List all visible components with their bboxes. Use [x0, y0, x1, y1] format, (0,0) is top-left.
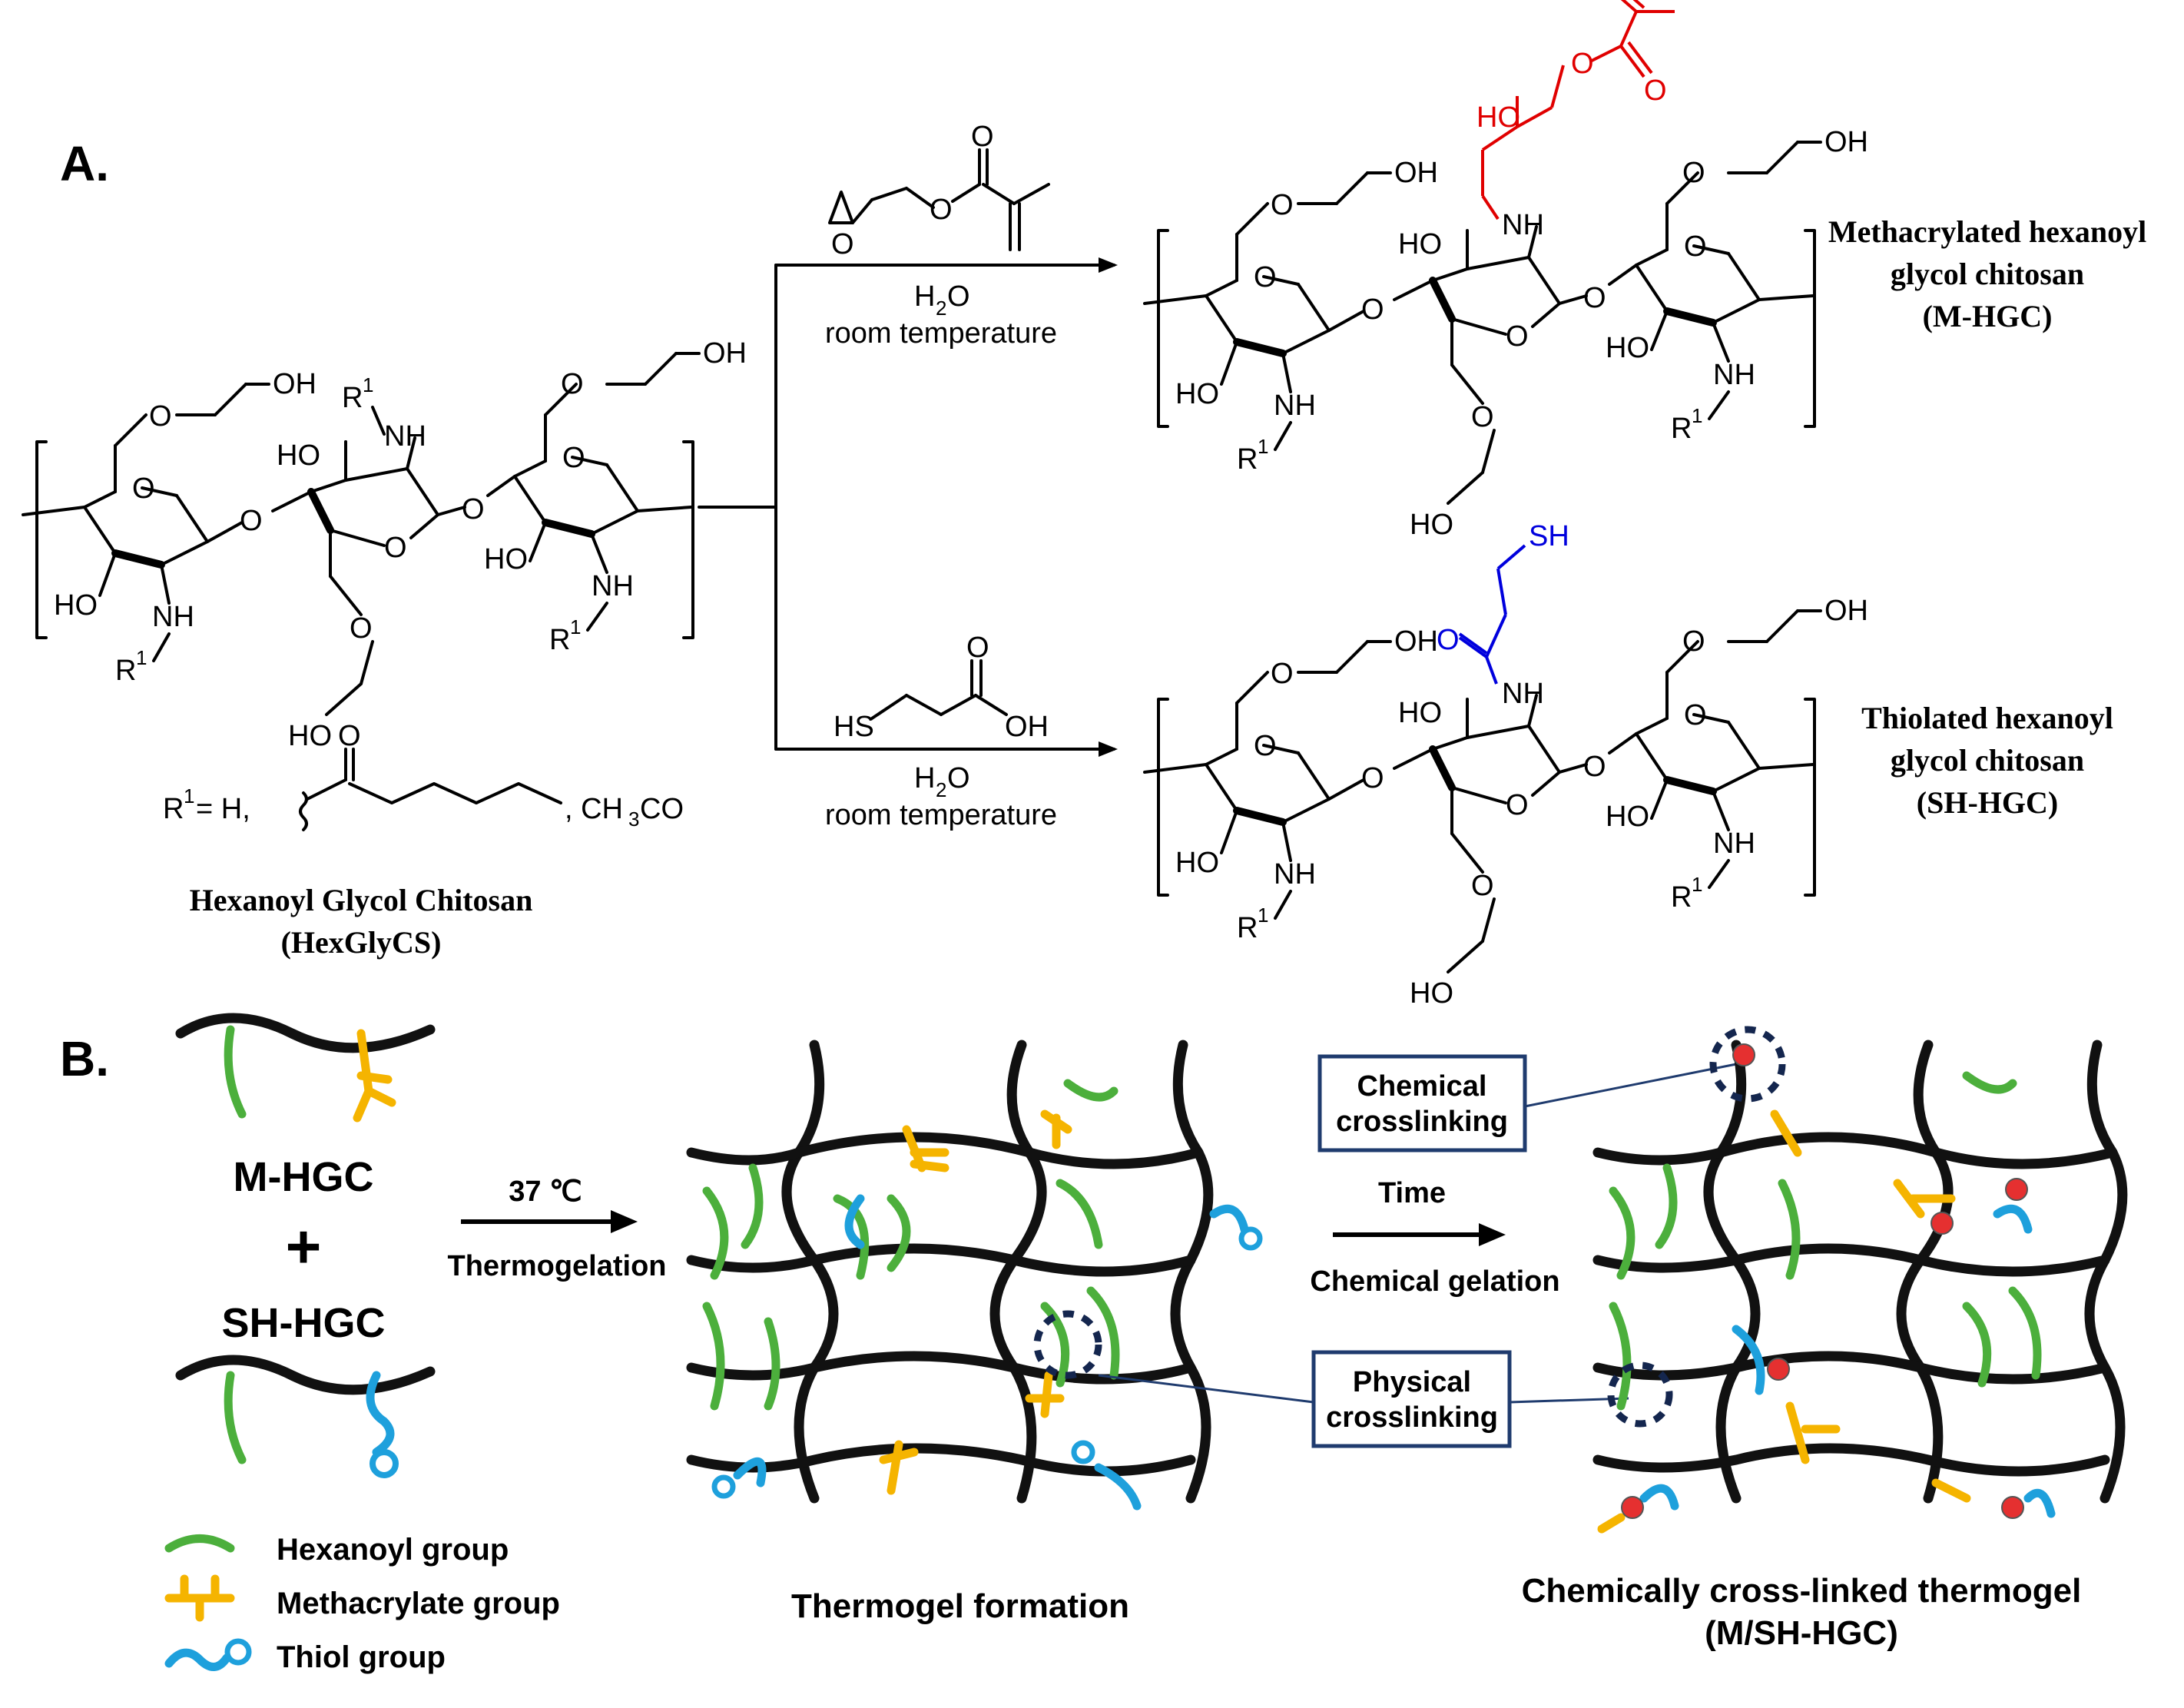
- svg-text:OH: OH: [1005, 711, 1049, 743]
- thermogel-network: [686, 1040, 1263, 1511]
- crosslinked-network: [1592, 1026, 2128, 1534]
- svg-text:crosslinking: crosslinking: [1336, 1106, 1508, 1138]
- svg-text:R: R: [163, 793, 184, 825]
- svg-text:CO: CO: [640, 793, 684, 825]
- legend: Hexanoyl group Methacrylate group Thiol …: [164, 1533, 560, 1674]
- svg-text:O: O: [971, 121, 994, 153]
- svg-text:Methacrylated hexanoyl: Methacrylated hexanoyl: [1828, 214, 2146, 249]
- svg-text:3: 3: [628, 808, 639, 831]
- svg-text:Thiolated hexanoyl: Thiolated hexanoyl: [1861, 701, 2113, 735]
- atom-r: R: [342, 382, 363, 414]
- physical-crosslinking-callout: Physical crosslinking: [1098, 1350, 1629, 1448]
- chemical-gelation-arrow: Time Chemical gelation: [1310, 1177, 1559, 1298]
- sh-hgc-structure: NH O SH: [1145, 520, 1868, 1010]
- r1-definition: R 1 = H, O , CH 3 CO: [163, 720, 684, 831]
- svg-text:HS: HS: [833, 711, 874, 743]
- svg-text:Chemical gelation: Chemical gelation: [1310, 1265, 1559, 1298]
- mercaptopropionic-acid: HS O OH: [833, 632, 1049, 743]
- sh-hgc-strand-icon: [175, 1355, 436, 1478]
- panel-b-label: B.: [60, 1031, 109, 1086]
- svg-text:(SH-HGC): (SH-HGC): [1917, 785, 2058, 820]
- svg-text:O: O: [1571, 48, 1594, 80]
- svg-text:H: H: [914, 280, 935, 313]
- svg-text:O: O: [930, 194, 953, 226]
- svg-text:SH: SH: [1529, 520, 1569, 552]
- legend-hexanoyl-label: Hexanoyl group: [277, 1533, 509, 1567]
- svg-text:NH: NH: [1502, 678, 1544, 710]
- svg-text:1: 1: [363, 373, 373, 396]
- legend-thiol-swatch: [164, 1648, 231, 1671]
- svg-text:Thermogelation: Thermogelation: [447, 1250, 666, 1282]
- svg-text:glycol chitosan: glycol chitosan: [1891, 257, 2084, 291]
- svg-text:O: O: [947, 280, 970, 313]
- sh-hgc-label: Thiolated hexanoyl glycol chitosan (SH-H…: [1861, 701, 2113, 820]
- svg-text:H: H: [914, 762, 935, 794]
- svg-text:O: O: [966, 632, 989, 664]
- legend-hexanoyl-swatch: [164, 1534, 235, 1553]
- branch-arrows: [698, 257, 1118, 757]
- thermogelation-arrow: 37 ℃ Thermogelation: [447, 1176, 666, 1282]
- start-material-name: Hexanoyl Glycol Chitosan: [190, 883, 533, 917]
- start-material-abbr: (HexGlyCS): [281, 925, 442, 960]
- svg-text:Chemical: Chemical: [1357, 1070, 1487, 1103]
- bottom-conditions: H 2 O room temperature: [825, 762, 1057, 831]
- svg-text:O: O: [1437, 624, 1460, 656]
- thermogel-caption: Thermogel formation: [791, 1587, 1129, 1625]
- final-caption-line2: (M/SH-HGC): [1705, 1614, 1898, 1652]
- svg-text:crosslinking: crosslinking: [1326, 1401, 1498, 1434]
- m-hgc-label: Methacrylated hexanoyl glycol chitosan (…: [1828, 214, 2146, 333]
- atom-nh: NH: [384, 420, 426, 453]
- legend-methacrylate-label: Methacrylate group: [277, 1587, 560, 1620]
- svg-text:Physical: Physical: [1353, 1366, 1471, 1398]
- top-conditions: H 2 O room temperature: [825, 280, 1057, 350]
- glycidyl-methacrylate: O O O: [828, 121, 1050, 260]
- svg-text:37 ℃: 37 ℃: [509, 1176, 582, 1208]
- svg-text:O: O: [947, 762, 970, 794]
- plus-sign: +: [286, 1212, 322, 1281]
- legend-methacrylate-swatch: [164, 1574, 235, 1622]
- svg-text:1: 1: [184, 784, 194, 808]
- m-hgc-text: M-HGC: [234, 1154, 374, 1200]
- svg-text:2: 2: [936, 297, 946, 320]
- svg-text:= H,: = H,: [196, 793, 250, 825]
- svg-text:O: O: [1644, 75, 1667, 107]
- chemical-crosslinking-callout: Chemical crosslinking: [1317, 1054, 1737, 1152]
- svg-text:, CH: , CH: [565, 793, 623, 825]
- final-caption-line1: Chemically cross-linked thermogel: [1522, 1572, 2082, 1610]
- svg-text:room temperature: room temperature: [825, 799, 1057, 831]
- m-hgc-structure: NH HO O O: [1145, 0, 1868, 541]
- svg-text:NH: NH: [1502, 209, 1544, 241]
- panel-a-label: A.: [60, 136, 109, 191]
- svg-text:Time: Time: [1378, 1177, 1446, 1209]
- svg-text:(M-HGC): (M-HGC): [1923, 299, 2053, 333]
- hexglycs-structure: NH R 1: [23, 337, 747, 752]
- svg-text:O: O: [338, 720, 361, 752]
- sh-hgc-text: SH-HGC: [222, 1300, 386, 1346]
- svg-text:glycol chitosan: glycol chitosan: [1891, 743, 2084, 778]
- m-hgc-strand-icon: [175, 1013, 436, 1123]
- svg-text:O: O: [831, 228, 854, 260]
- svg-text:HO: HO: [1476, 101, 1520, 134]
- svg-text:room temperature: room temperature: [825, 317, 1057, 350]
- svg-text:2: 2: [936, 778, 946, 801]
- legend-thiol-label: Thiol group: [277, 1640, 446, 1674]
